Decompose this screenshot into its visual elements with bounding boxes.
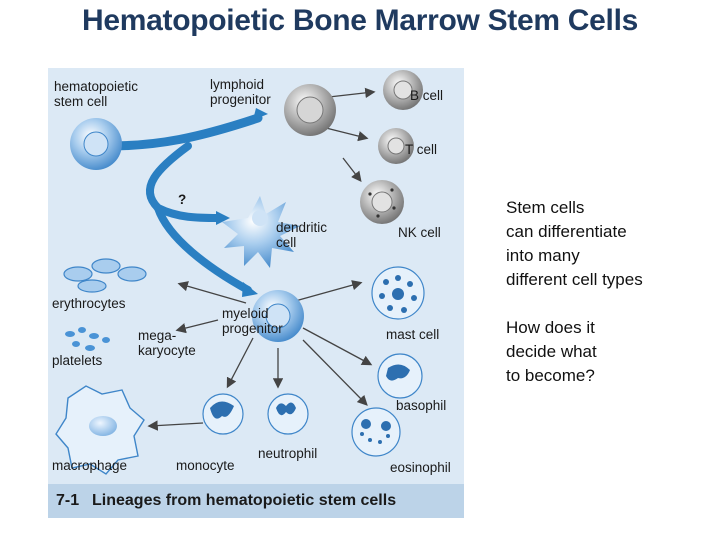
thin-arrows [147,87,376,431]
eosinophil-cell [351,407,401,457]
label-mast-cell: mast cell [386,327,440,342]
side-text-paragraph-1: Stem cells can differentiate into many d… [506,198,643,289]
path-to-lymphoid [103,113,263,151]
label-platelets: platelets [52,353,103,368]
label-b-cell: B cell [410,88,444,103]
label-myeloid-progenitor: myeloid progenitor [222,306,283,336]
label-neutrophil: neutrophil [258,446,318,461]
figure-caption-text: Lineages from hematopoietic stem cells [92,492,397,509]
label-basophil: basophil [396,398,447,413]
label-dendritic-cell: dendritic cell [276,220,328,250]
neutrophil-cell [267,393,309,435]
dendritic-cell [222,196,300,268]
label-t-cell: T cell [405,142,438,157]
platelets-cells [65,327,110,351]
lineage-figure: hematopoietic stem cell lymphoid progeni… [48,68,464,518]
path-to-myeloid [154,204,252,294]
figure-caption-bar: 7-1 Lineages from hematopoietic stem cel… [48,484,464,518]
label-erythrocytes: erythrocytes [52,296,126,311]
label-hsc: hematopoietic stem cell [54,79,139,109]
side-text-paragraph-2: How does it decide what to become? [506,318,597,385]
page-title: Hematopoietic Bone Marrow Stem Cells [82,4,638,37]
label-lymphoid-progenitor: lymphoid progenitor [210,77,271,107]
label-megakaryocyte: mega- karyocyte [138,328,196,358]
label-monocyte: monocyte [176,458,235,473]
label-nk-cell: NK cell [398,225,441,240]
erythrocytes-cells [63,258,147,293]
lineage-diagram [48,68,464,484]
label-question-mark: ? [178,192,187,207]
figure-caption-number: 7-1 [56,492,80,509]
label-eosinophil: eosinophil [390,460,451,475]
label-macrophage: macrophage [52,458,128,473]
